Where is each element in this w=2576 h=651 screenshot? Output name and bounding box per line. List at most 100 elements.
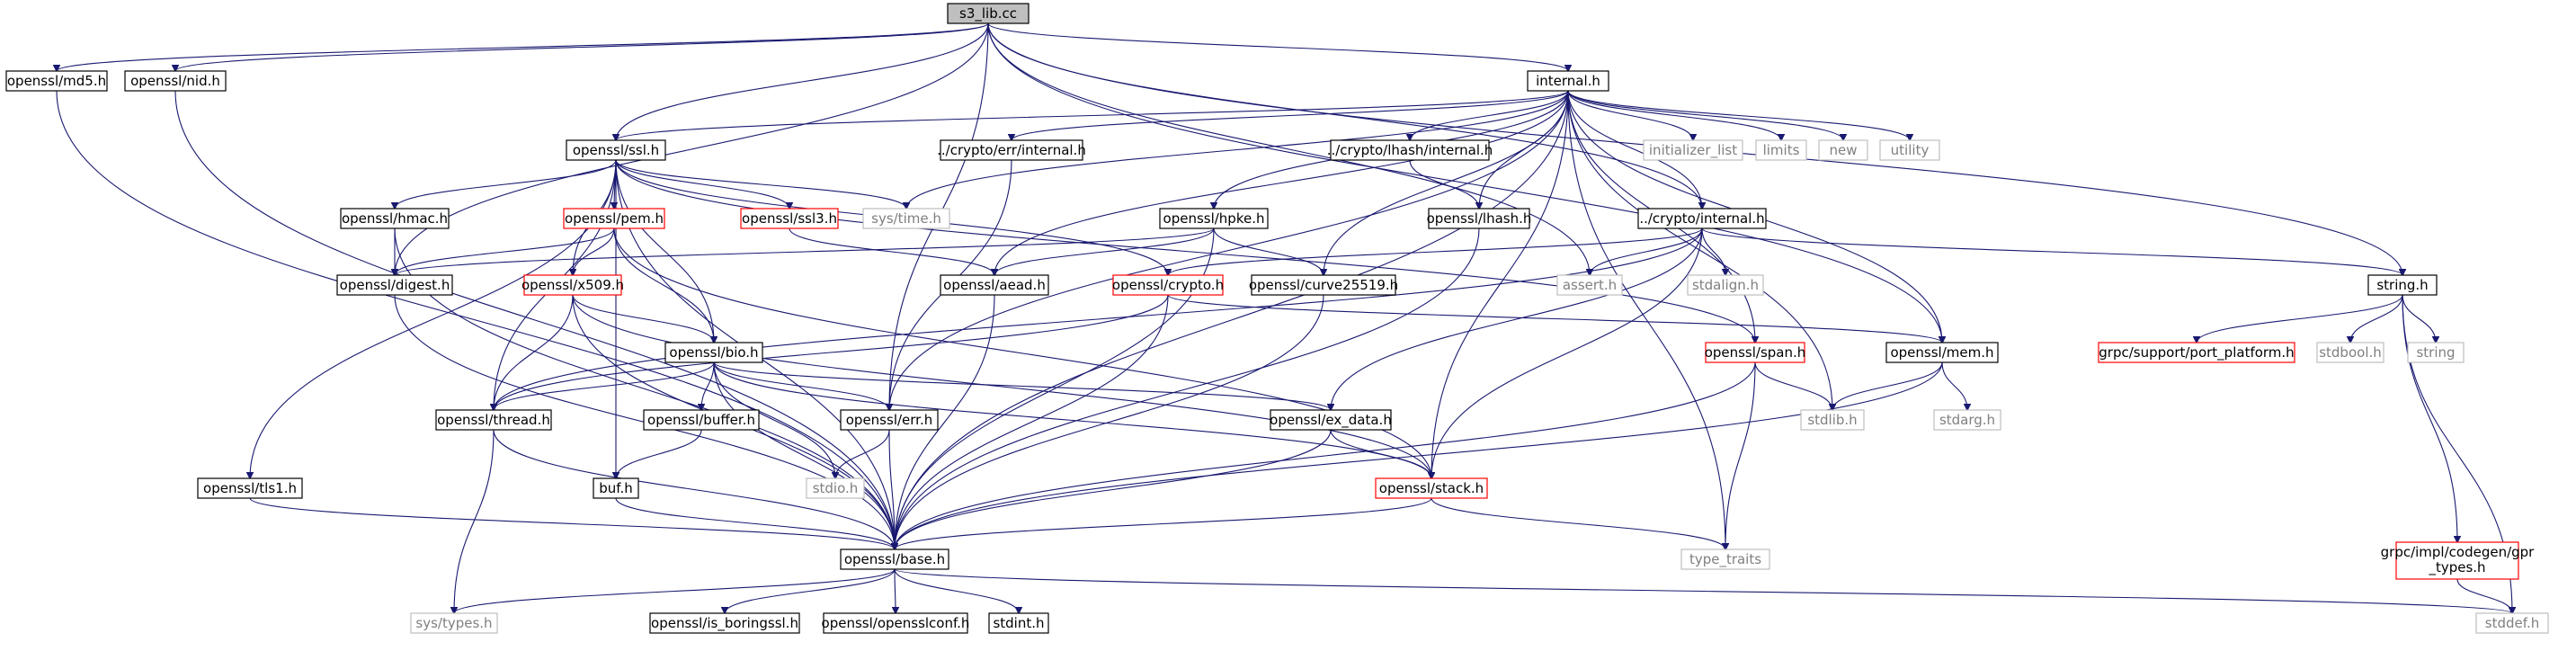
- node-x509[interactable]: openssl/x509.h: [521, 274, 624, 296]
- node-label: openssl/aead.h: [943, 277, 1046, 293]
- node-buffer[interactable]: openssl/buffer.h: [643, 409, 760, 431]
- edge-s3_lib-to-mem: [987, 22, 1942, 343]
- edge-thread-to-base: [493, 429, 895, 549]
- node-opensslconf[interactable]: openssl/opensslconf.h: [822, 612, 970, 634]
- node-mem[interactable]: openssl/mem.h: [1885, 342, 1999, 363]
- node-string_h[interactable]: string.h: [2367, 274, 2438, 296]
- node-crypto[interactable]: openssl/crypto.h: [1112, 274, 1224, 296]
- node-box: [1251, 274, 1396, 296]
- node-label: openssl/thread.h: [437, 412, 550, 428]
- node-box: [1818, 139, 1868, 161]
- node-ssl[interactable]: openssl/ssl.h: [566, 139, 666, 161]
- node-stdlib[interactable]: stdlib.h: [1800, 409, 1865, 431]
- node-box: [862, 208, 950, 229]
- edge-base-to-stdint: [894, 568, 1019, 613]
- node-digest[interactable]: openssl/digest.h: [336, 274, 453, 296]
- node-stack[interactable]: openssl/stack.h: [1375, 477, 1488, 499]
- node-internal[interactable]: internal.h: [1527, 70, 1609, 92]
- node-aead[interactable]: openssl/aead.h: [940, 274, 1049, 296]
- node-systime[interactable]: sys/time.h: [862, 208, 950, 229]
- node-new[interactable]: new: [1818, 139, 1868, 161]
- node-nid[interactable]: openssl/nid.h: [124, 70, 227, 92]
- node-crypto_internal[interactable]: ../crypto/internal.h: [1637, 208, 1767, 229]
- node-stdint[interactable]: stdint.h: [988, 612, 1049, 634]
- node-label: openssl/err.h: [846, 412, 932, 428]
- node-box: [336, 274, 453, 296]
- node-box: [1933, 409, 2001, 431]
- node-stdarg[interactable]: stdarg.h: [1933, 409, 2001, 431]
- edge-crypto_internal-to-stack: [1431, 227, 1703, 478]
- node-s3_lib[interactable]: s3_lib.cc: [947, 3, 1030, 24]
- node-label: openssl/x509.h: [521, 277, 624, 293]
- node-buf[interactable]: buf.h: [593, 477, 639, 499]
- node-box: [1428, 208, 1530, 229]
- node-span[interactable]: openssl/span.h: [1705, 342, 1806, 363]
- edge-span-to-type_traits: [1725, 361, 1756, 549]
- node-label: openssl/pem.h: [565, 210, 664, 227]
- edge-crypto_internal-to-ex_data: [1331, 227, 1703, 410]
- edge-hpke-to-curve25519: [1213, 227, 1324, 275]
- node-stdalign[interactable]: stdalign.h: [1687, 274, 1764, 296]
- node-label: type_traits: [1689, 551, 1761, 568]
- node-box: [563, 208, 665, 229]
- node-stdio[interactable]: stdio.h: [806, 477, 865, 499]
- node-box: [840, 409, 939, 431]
- node-utility[interactable]: utility: [1879, 139, 1940, 161]
- node-err[interactable]: openssl/err.h: [840, 409, 939, 431]
- edge-curve25519-to-base: [895, 294, 1324, 549]
- nodes-layer: s3_lib.cc openssl/md5.h openssl/nid.h inter…: [5, 3, 2549, 634]
- node-lhash_internal[interactable]: ../crypto/lhash/internal.h: [1327, 139, 1493, 161]
- edge-s3_lib-to-nid: [175, 22, 989, 71]
- node-box: [5, 70, 108, 92]
- node-box: [593, 477, 639, 499]
- edges-layer: [57, 22, 2512, 613]
- node-tls1[interactable]: openssl/tls1.h: [197, 477, 303, 499]
- node-label: openssl/ssl3.h: [742, 210, 837, 227]
- node-box: [664, 342, 763, 363]
- node-box: [740, 208, 839, 229]
- node-box: [197, 477, 303, 499]
- edge-crypto-to-mem: [1167, 294, 1942, 343]
- node-label: openssl/ssl.h: [573, 142, 659, 158]
- node-stdbool[interactable]: stdbool.h: [2316, 342, 2384, 363]
- node-hmac[interactable]: openssl/hmac.h: [340, 208, 450, 229]
- node-label: string.h: [2376, 277, 2428, 293]
- node-assert[interactable]: assert.h: [1556, 274, 1623, 296]
- edge-bio-to-base: [713, 361, 895, 549]
- edge-bio-to-buffer: [701, 361, 715, 410]
- node-thread[interactable]: openssl/thread.h: [435, 409, 552, 431]
- node-box: [649, 612, 800, 634]
- node-ssl3[interactable]: openssl/ssl3.h: [740, 208, 839, 229]
- edge-internal-to-utility: [1567, 90, 1910, 140]
- node-port_platform[interactable]: grpc/support/port_platform.h: [2098, 342, 2295, 363]
- node-initializer_list[interactable]: initializer_list: [1643, 139, 1743, 161]
- node-bio[interactable]: openssl/bio.h: [664, 342, 763, 363]
- node-md5[interactable]: openssl/md5.h: [5, 70, 108, 92]
- node-grpc_types[interactable]: grpc/impl/codegen/gpr_types.h: [2381, 541, 2536, 580]
- edge-ex_data-to-stack: [1330, 429, 1431, 478]
- node-stddef[interactable]: stddef.h: [2475, 612, 2549, 634]
- edge-bio-to-thread: [494, 361, 715, 410]
- node-pem[interactable]: openssl/pem.h: [563, 208, 665, 229]
- edge-ssl3-to-aead: [789, 227, 994, 275]
- node-is_boringssl[interactable]: openssl/is_boringssl.h: [649, 612, 800, 634]
- node-limits[interactable]: limits: [1755, 139, 1807, 161]
- edge-s3_lib-to-assert: [987, 22, 1590, 275]
- edge-buf-to-base: [615, 497, 895, 549]
- node-type_traits[interactable]: type_traits: [1680, 548, 1770, 570]
- node-hpke[interactable]: openssl/hpke.h: [1159, 208, 1269, 229]
- node-label: initializer_list: [1649, 142, 1737, 159]
- edge-ssl-to-systime: [615, 159, 906, 209]
- node-systypes[interactable]: sys/types.h: [410, 612, 498, 634]
- edge-stack-to-base: [895, 497, 1432, 549]
- edge-internal-to-stack: [1431, 90, 1569, 478]
- node-base[interactable]: openssl/base.h: [840, 548, 949, 570]
- node-curve25519[interactable]: openssl/curve25519.h: [1249, 274, 1398, 296]
- node-err_internal[interactable]: ../crypto/err/internal.h: [937, 139, 1086, 161]
- node-string[interactable]: string: [2407, 342, 2465, 363]
- edge-aead-to-base: [895, 294, 995, 549]
- node-label: stdbool.h: [2319, 344, 2382, 361]
- node-lhash[interactable]: openssl/lhash.h: [1427, 208, 1532, 229]
- node-ex_data[interactable]: openssl/ex_data.h: [1270, 409, 1392, 431]
